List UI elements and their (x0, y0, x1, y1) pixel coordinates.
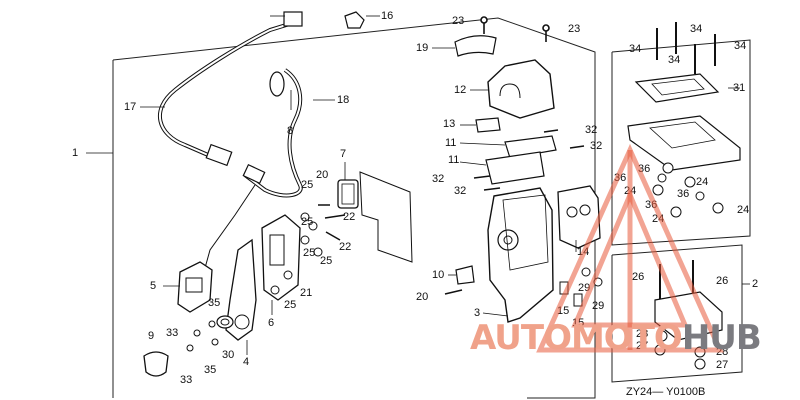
cover-12 (487, 59, 555, 119)
callout-23b: 23 (568, 23, 581, 35)
connector-plug-2 (205, 143, 233, 167)
callout-11a: 11 (445, 137, 457, 149)
callout-8: 8 (287, 125, 294, 137)
callout-36b: 36 (614, 172, 627, 184)
callout-6: 6 (268, 317, 275, 329)
callout-16: 16 (381, 10, 394, 22)
leader-lines (86, 15, 750, 355)
callout-34a: 34 (629, 43, 642, 55)
clip-13 (475, 117, 501, 133)
callout-35b: 35 (204, 364, 217, 376)
callout-3: 3 (474, 307, 481, 319)
callout-25b: 25 (301, 216, 314, 228)
callout-5: 5 (150, 280, 157, 292)
callout-9: 9 (148, 330, 155, 342)
callout-25d: 25 (320, 255, 333, 267)
callout-32c: 32 (432, 173, 445, 185)
callout-35a: 35 (208, 297, 221, 309)
callout-24b: 24 (696, 176, 709, 188)
watermark-logo: AUTOMOTOHUB (470, 318, 762, 358)
studs-34 (656, 22, 716, 74)
callout-2: 2 (752, 278, 759, 290)
callout-25c: 25 (303, 247, 316, 259)
callout-24d: 24 (652, 213, 665, 225)
callout-32a: 32 (585, 124, 598, 136)
callout-34c: 34 (668, 54, 681, 66)
callout-7: 7 (340, 148, 347, 160)
grommet-16 (344, 11, 365, 29)
diagram-code: ZY24— Y0100B (626, 386, 706, 398)
callout-27b: 27 (716, 359, 729, 371)
housing-3 (487, 187, 554, 323)
callout-13: 13 (443, 118, 456, 130)
watermark-part2: HUB (681, 318, 762, 358)
callout-26b: 26 (716, 275, 729, 287)
callout-36c: 36 (677, 188, 690, 200)
callout-11b: 11 (448, 154, 460, 166)
callout-36a: 36 (638, 163, 651, 175)
callout-29a: 29 (578, 282, 591, 294)
callout-26a: 26 (632, 271, 645, 283)
diagram-code-suffix: Y0100B (666, 386, 706, 398)
callout-25a: 25 (301, 179, 314, 191)
harness-lead (204, 184, 256, 269)
callout-34b: 34 (690, 23, 703, 35)
grommet-8 (269, 71, 285, 97)
callout-32b: 32 (590, 140, 603, 152)
callout-22a: 22 (343, 211, 356, 223)
callout-10a: 10 (432, 269, 445, 281)
callout-20b: 20 (416, 291, 429, 303)
callout-33a: 33 (166, 327, 179, 339)
fasteners-left (186, 212, 323, 352)
callout-23a: 23 (452, 15, 465, 27)
callout-15a: 15 (557, 305, 570, 317)
lever-4 (225, 238, 257, 341)
callout-25e: 25 (284, 299, 297, 311)
watermark-part1: AUTOMOTO (470, 318, 683, 358)
callout-24a: 24 (624, 185, 637, 197)
callout-22b: 22 (339, 241, 352, 253)
gasket-sheet (359, 171, 413, 263)
callout-12: 12 (454, 84, 467, 96)
connector-plug (283, 11, 303, 27)
callout-17: 17 (124, 101, 137, 113)
callout-1: 1 (72, 147, 79, 159)
callout-29b: 29 (592, 300, 605, 312)
callout-18: 18 (337, 94, 350, 106)
callout-4: 4 (243, 356, 250, 368)
callout-14: 14 (577, 246, 590, 258)
screws-left (318, 204, 346, 241)
cap-19 (454, 35, 497, 57)
connector-18 (242, 163, 266, 185)
diagram-code-prefix: ZY24 (626, 386, 653, 398)
callout-36d: 36 (645, 199, 658, 211)
callout-34d: 34 (734, 40, 747, 52)
callout-31: 31 (733, 82, 746, 94)
mechanism-14 (557, 185, 601, 249)
knob-9 (143, 351, 169, 377)
callout-30: 30 (222, 349, 235, 361)
callout-21: 21 (300, 287, 313, 299)
assembly-boundary (112, 17, 596, 399)
callout-19: 19 (416, 42, 429, 54)
callout-20a: 20 (316, 169, 329, 181)
clip-10 (455, 265, 475, 285)
plate-11b (485, 151, 545, 185)
callout-33b: 33 (180, 374, 193, 386)
callout-32d: 32 (454, 185, 467, 197)
callout-24c: 24 (737, 204, 750, 216)
